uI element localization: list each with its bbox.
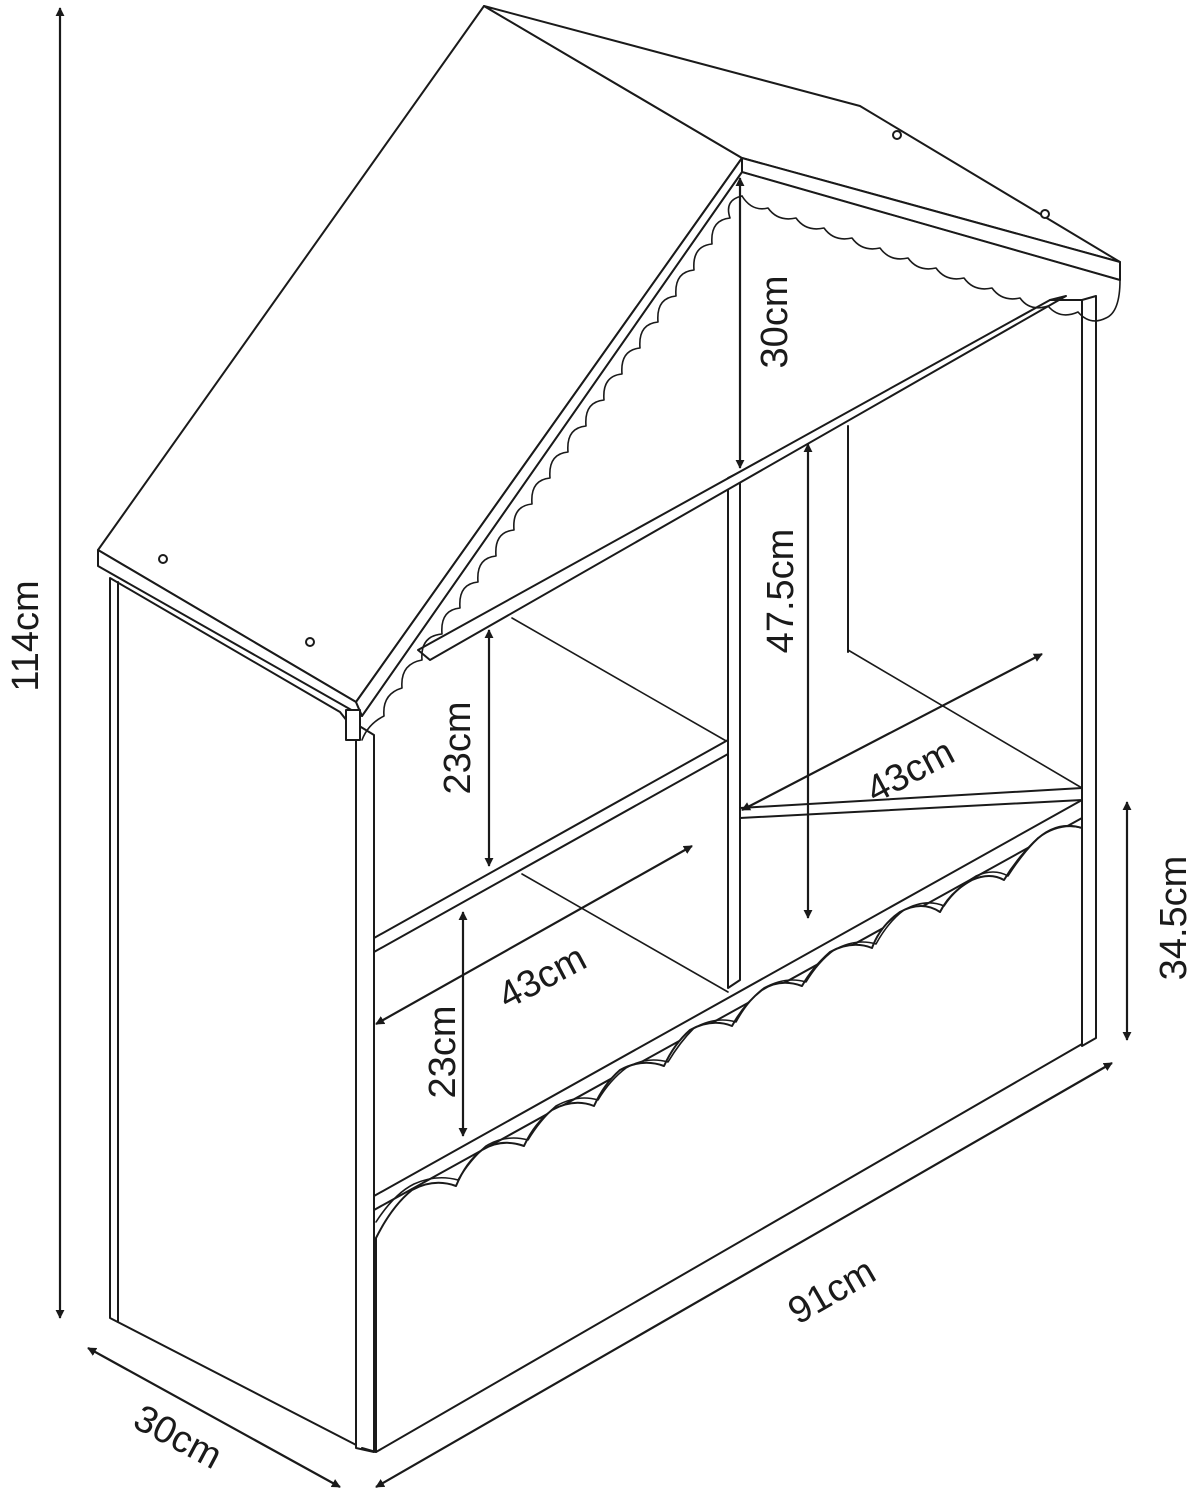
width-91-dimension-line	[375, 1062, 1113, 1488]
roof-left-fascia	[361, 171, 743, 717]
label-drawer-height: 34.5cm	[1153, 856, 1191, 981]
label-total-height: 114cm	[5, 580, 47, 691]
left-43-dimension-line	[375, 845, 693, 1025]
screw-hole	[305, 637, 315, 647]
label-lower-left-shelf-height: 23cm	[422, 1006, 464, 1099]
base-edge	[361, 1447, 377, 1453]
label-right-compartment-height: 47.5cm	[760, 529, 802, 654]
label-top-clearance: 30cm	[754, 276, 796, 369]
roof-left-slope	[97, 5, 743, 703]
label-upper-left-shelf-height: 23cm	[437, 702, 479, 795]
roof-right-scallop-eave	[741, 195, 1121, 322]
roof	[97, 5, 1121, 741]
roof-bracket	[345, 709, 361, 741]
screw-hole	[892, 130, 902, 140]
roof-left-scallop-eave	[361, 195, 743, 741]
roof-right-fascia	[741, 171, 1121, 281]
label-depth: 30cm	[127, 1397, 229, 1478]
dimension-lines	[55, 7, 1132, 1488]
label-width: 91cm	[781, 1250, 882, 1333]
left-side-panel	[109, 577, 363, 1449]
right-back-post	[1081, 295, 1097, 1047]
screw-hole	[158, 554, 168, 564]
screw-hole	[1040, 209, 1050, 219]
middle-divider	[727, 471, 741, 989]
depth-30-dimension-line	[87, 1347, 341, 1488]
left-middle-shelf	[373, 739, 729, 953]
right-43-dimension-line	[741, 653, 1043, 811]
upper-left-back-line	[511, 617, 729, 743]
front-left-post	[355, 723, 375, 1453]
top-shelf	[417, 295, 1067, 661]
